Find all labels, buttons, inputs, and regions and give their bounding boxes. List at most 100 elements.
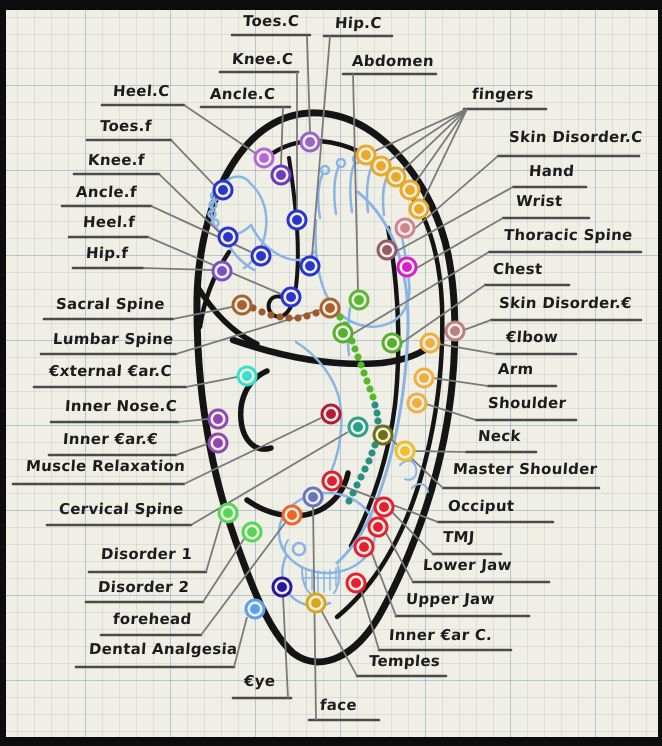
blue-curl-a [399, 459, 418, 481]
point-inner-nose-c-core [213, 414, 223, 424]
point-arm-core [419, 373, 429, 383]
point-ancle-f-core [256, 251, 266, 261]
point-heel-c-core [259, 153, 269, 163]
antihelix-crus-a [197, 249, 232, 330]
label-heel-f: Heel.f [82, 213, 136, 231]
point-shoulder-core [412, 398, 422, 408]
leader-inner-nose-c [177, 418, 209, 423]
leader-lower-jaw [384, 530, 414, 583]
leader-heel-c [183, 104, 256, 154]
label-inner-ear-c: Inner €ar C. [388, 626, 493, 644]
leader-elbow [438, 343, 497, 355]
point-neck-core [400, 446, 410, 456]
label-eye: €ye [243, 672, 276, 690]
lumbar-green-chain-dot [351, 345, 359, 353]
leader-upper-jaw [370, 550, 397, 617]
point-occiput-core [327, 476, 337, 486]
point-fingers-core [361, 150, 371, 160]
point-hip-f-core [217, 266, 227, 276]
point-dental-analgesia-core [250, 604, 260, 614]
leader-toes-c [306, 35, 311, 133]
label-shoulder: Shoulder [487, 394, 567, 412]
label-lower-jaw: Lower Jaw [422, 556, 513, 574]
label-inner-ear-e: Inner €ar.€ [62, 430, 159, 448]
label-temples: Temples [368, 652, 441, 670]
lumbar-green-chain-dot [357, 361, 365, 369]
leader-dental-analgesia [233, 616, 248, 668]
point-external-ear-c-core [242, 371, 252, 381]
label-lumbar-spine: Lumbar Spine [52, 330, 175, 348]
label-knee-f: Knee.f [87, 151, 146, 169]
thoracic-teal-chain-dot [345, 497, 353, 505]
ear-outer-contour [193, 109, 459, 666]
leader-wrist [414, 217, 504, 270]
point-skin-disorder-c-core [400, 223, 410, 233]
point-tmj-core [379, 502, 389, 512]
lumbar-green-chain-dot [366, 385, 374, 393]
label-hip-c: Hip.C [334, 14, 383, 32]
leader-fingers [380, 108, 468, 167]
point-hip-c-core [305, 261, 315, 271]
label-abdomen: Abdomen [351, 52, 435, 70]
point-disorder-2-core [247, 527, 257, 537]
thoracic-teal-chain-dot [373, 409, 381, 417]
antitragus-curve [244, 470, 351, 519]
frame-right [658, 0, 662, 746]
frame-top [0, 0, 662, 10]
sacral-dotted-chain-dot [303, 312, 311, 320]
leader-toes-f [170, 139, 215, 186]
leader-lines [142, 35, 514, 721]
sacral-dotted-chain-dot [267, 311, 275, 319]
label-underlines [11, 33, 643, 722]
leader-disorder-1 [205, 520, 222, 573]
label-master-shoulder: Master Shoulder [452, 460, 598, 478]
point-fingers-core [414, 204, 424, 214]
point-skin-disorder-e-core [450, 326, 460, 336]
lumbar-green-chain-dot [363, 377, 371, 385]
leader-cervical-spine [190, 431, 349, 526]
thoracic-teal-chain-dot [365, 457, 373, 465]
leader-skin-disorder-e [463, 319, 492, 331]
leader-hand [394, 186, 514, 253]
lumbar-green-chain-dot [336, 313, 344, 321]
label-disorder-1: Disorder 1 [100, 545, 193, 563]
label-heel-c: Heel.C [112, 82, 171, 100]
thoracic-teal-chain-dot [349, 489, 357, 497]
leader-inner-ear-e [175, 443, 208, 456]
point-hand-core [382, 245, 392, 255]
thoracic-teal-chain-dot [368, 449, 376, 457]
thoracic-teal-chain-dot [353, 481, 361, 489]
leader-inner-ear-c [360, 589, 380, 651]
label-toes-c: Toes.C [242, 12, 300, 30]
point-cervical-spine-core [353, 422, 363, 432]
label-hand: Hand [528, 162, 575, 180]
point-lumbar-spine-core [325, 303, 335, 313]
leader-shoulder [425, 403, 477, 421]
label-muscle-relaxation: Muscle Relaxation [25, 457, 186, 475]
label-elbow: €lbow [505, 328, 559, 346]
sacral-dotted-chain-dot [258, 308, 266, 316]
acupoint-dots [207, 131, 466, 620]
label-skin-disorder-e: Skin Disorder.€ [498, 294, 633, 312]
leader-thoracic-spine [350, 251, 490, 336]
leader-tmj [390, 510, 434, 555]
sacral-dotted-chain-dot [294, 314, 302, 322]
thoracic-teal-chain-dot [374, 417, 382, 425]
concha-blue-line [294, 340, 343, 474]
thoracic-teal-chain-dot [361, 465, 369, 473]
label-toes-f: Toes.f [99, 117, 153, 135]
label-forehead: forehead [112, 610, 193, 628]
point-inner-ear-e-core [213, 438, 223, 448]
point-face-core [308, 492, 318, 502]
leader-forehead [200, 522, 286, 636]
leader-hip-f [142, 267, 213, 271]
leader-temples [320, 609, 358, 677]
lumbar-green-chain-dot [354, 353, 362, 361]
leader-abdomen [352, 73, 359, 291]
leader-sacral-spine [172, 306, 233, 320]
point-toes-f-core [218, 185, 228, 195]
thoracic-teal-chain-dot [371, 401, 379, 409]
leader-knee-f [158, 173, 220, 233]
point-temples-core [311, 598, 321, 608]
